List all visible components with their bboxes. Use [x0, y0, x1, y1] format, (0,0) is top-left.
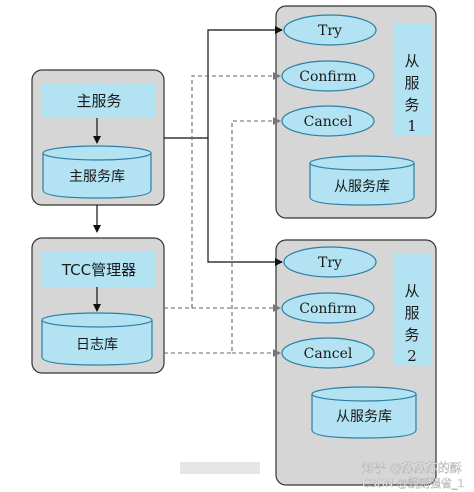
cancel-connectors [164, 117, 281, 357]
slave1-cancel-node[interactable] [281, 105, 375, 137]
confirm-connectors [164, 72, 281, 312]
slave-service-2-panel: Try Confirm Cancel 从 服 务 2 从服务库 [275, 239, 437, 486]
slave2-cancel-node[interactable] [281, 337, 375, 369]
slave1-try-label: Try [318, 23, 342, 39]
slave2-cancel-label: Cancel [304, 346, 353, 362]
try-connectors [164, 26, 283, 266]
slave1-db[interactable] [309, 155, 415, 206]
blurred-caption [180, 462, 260, 474]
slave2-title-box [393, 254, 431, 366]
tcc-to-slave1-confirm [164, 72, 281, 309]
tcc-to-slave1-cancel [164, 117, 281, 354]
main-service-box[interactable] [42, 84, 156, 118]
slave2-db[interactable] [311, 386, 417, 439]
tcc-manager-box[interactable] [42, 252, 156, 287]
slave1-confirm-node[interactable] [281, 60, 375, 92]
slave2-confirm-label: Confirm [299, 301, 356, 317]
slave2-title-char-4: 2 [407, 347, 417, 365]
slave1-title-box [393, 24, 431, 136]
slave1-title-char-4: 1 [407, 117, 417, 135]
main-service-db-label: 主服务库 [69, 169, 125, 185]
slave1-title-char-2: 服 [404, 74, 419, 92]
slave2-try-label: Try [318, 255, 342, 271]
slave2-confirm-node[interactable] [281, 292, 375, 324]
slave1-title-char-3: 务 [404, 96, 419, 114]
slave1-title-char-1: 从 [404, 52, 419, 70]
csdn-watermark: CSDN @蜗则强省_1 [362, 477, 464, 490]
log-db[interactable] [41, 312, 153, 366]
log-db-label: 日志库 [76, 337, 118, 353]
slave1-db-label: 从服务库 [334, 179, 390, 195]
slave2-title-char-2: 服 [404, 304, 419, 322]
slave1-try-node[interactable] [283, 14, 377, 46]
main-service-panel: 主服务 主服务库 [31, 69, 165, 206]
tcc-manager-panel: TCC管理器 日志库 [31, 237, 165, 374]
tcc-manager-title: TCC管理器 [61, 261, 136, 279]
watermark: 知乎 @苏苏苏的酥 CSDN @蜗则强省_1 [180, 460, 465, 490]
slave1-cancel-label: Cancel [304, 114, 353, 130]
slave2-db-label: 从服务库 [336, 409, 392, 425]
slave2-title-char-3: 务 [404, 326, 419, 344]
slave-service-1-panel: Try Confirm Cancel 从 服 务 1 从服务库 [275, 5, 437, 219]
main-service-title: 主服务 [76, 92, 121, 110]
slave1-confirm-label: Confirm [299, 69, 356, 85]
slave2-title-char-1: 从 [404, 282, 419, 300]
zhihu-watermark: 知乎 @苏苏苏的酥 [362, 460, 462, 475]
slave2-try-node[interactable] [283, 246, 377, 278]
main-to-slave1-try [164, 26, 283, 139]
main-to-slave2-try [207, 138, 283, 266]
main-service-db[interactable] [42, 145, 152, 199]
